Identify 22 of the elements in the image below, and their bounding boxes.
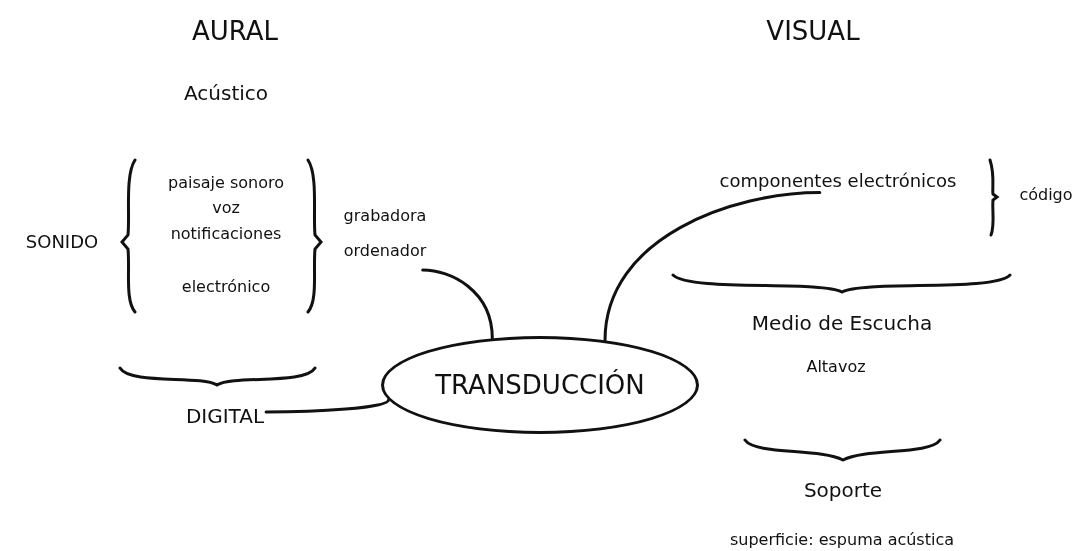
label: Altavoz	[806, 357, 866, 377]
list-item: notificaciones	[170, 224, 282, 244]
node-text: ordenador	[343, 241, 427, 260]
heading: VISUAL	[766, 17, 860, 47]
connector-line	[264, 398, 390, 414]
label: código	[1019, 185, 1073, 205]
label: Soporte	[803, 478, 883, 502]
node-title: TRANSDUCCIÓN	[435, 370, 645, 400]
connector-line	[603, 191, 822, 342]
node-text: grabadora	[343, 206, 427, 225]
heading: AURAL	[191, 17, 279, 47]
label: Acústico	[183, 81, 269, 105]
list-item: voz	[212, 198, 240, 218]
label: superficie: espuma acústica	[730, 530, 954, 550]
node-text: componentes electrónicos	[719, 169, 957, 191]
node-text: DIGITAL	[185, 404, 265, 428]
list-item: electrónico	[181, 277, 271, 297]
ellipse-node	[381, 336, 699, 434]
connector-line	[421, 268, 494, 340]
list-item: paisaje sonoro	[168, 173, 284, 193]
label: Medio de Escucha	[751, 311, 933, 335]
label: SONIDO	[25, 231, 99, 253]
